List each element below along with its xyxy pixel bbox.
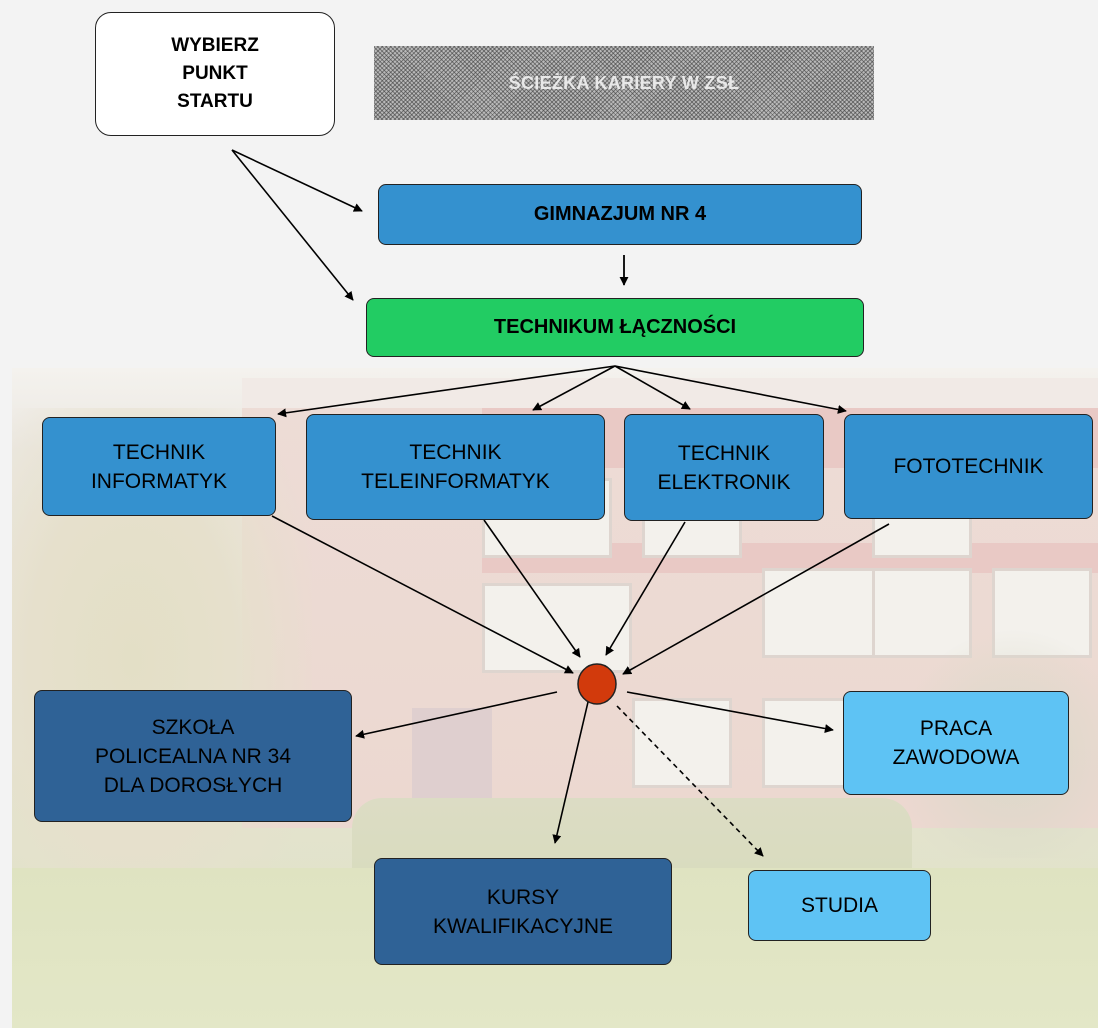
node-technikum: TECHNIKUM ŁĄCZNOŚCI — [366, 298, 864, 357]
node-fototechnik-label: FOTOTECHNIK — [893, 455, 1044, 478]
node-technik-teleinformatyk: TECHNIK TELEINFORMATYK — [306, 414, 605, 520]
node-praca-zawodowa: PRACA ZAWODOWA — [843, 691, 1069, 795]
start-point-label: WYBIERZ PUNKT STARTU — [171, 35, 259, 112]
node-gimnazjum: GIMNAZJUM NR 4 — [378, 184, 862, 245]
node-technik-teleinformatyk-label: TECHNIK TELEINFORMATYK — [361, 441, 550, 493]
photo-window — [482, 583, 632, 673]
node-szkola-policealna-label: SZKOŁA POLICEALNA NR 34 DLA DOROSŁYCH — [94, 715, 292, 797]
junction-hub — [577, 663, 617, 705]
node-kursy-kwalifikacyjne: KURSY KWALIFIKACYJNE — [374, 858, 672, 965]
node-technik-elektronik-label: TECHNIK ELEKTRONIK — [657, 441, 791, 494]
node-technik-informatyk: TECHNIK INFORMATYK — [42, 417, 276, 516]
photo-roofline — [242, 378, 1098, 408]
node-technik-elektronik: TECHNIK ELEKTRONIK — [624, 414, 824, 521]
diagram-title: ŚCIEŻKA KARIERY W ZSŁ — [374, 46, 874, 120]
edge-hub-studia — [616, 705, 764, 857]
edge-hub-kursy — [552, 701, 589, 844]
edge-teleinformatyk-hub — [483, 519, 581, 658]
photo-hedge — [352, 798, 912, 868]
edge-technikum-fototechnik — [614, 365, 847, 414]
node-fototechnik: FOTOTECHNIK — [844, 414, 1093, 519]
node-gimnazjum-label: GIMNAZJUM NR 4 — [533, 203, 707, 225]
node-szkola-policealna: SZKOŁA POLICEALNA NR 34 DLA DOROSŁYCH — [34, 690, 352, 822]
diagram-title-text: ŚCIEŻKA KARIERY W ZSŁ — [508, 72, 740, 93]
edge-start-technikum — [231, 149, 354, 301]
node-technik-informatyk-label: TECHNIK INFORMATYK — [90, 440, 228, 493]
edge-fototechnik-hub — [622, 523, 890, 675]
start-point-box: WYBIERZ PUNKT STARTU — [95, 12, 335, 136]
photo-entrance — [412, 708, 492, 808]
edge-informatyk-hub — [271, 515, 574, 674]
edge-technikum-elektronik — [614, 365, 691, 410]
node-studia: STUDIA — [748, 870, 931, 941]
node-studia-label: STUDIA — [800, 894, 878, 917]
edge-elektronik-hub — [605, 521, 686, 656]
edge-start-gimnazjum — [231, 149, 363, 212]
edge-hub-praca — [626, 691, 834, 733]
edge-technikum-informatyk — [277, 365, 616, 418]
node-technikum-label: TECHNIKUM ŁĄCZNOŚCI — [493, 316, 737, 338]
edge-hub-policealna — [355, 691, 558, 739]
node-kursy-kwalifikacyjne-label: KURSY KWALIFIKACYJNE — [432, 885, 614, 938]
node-praca-zawodowa-label: PRACA ZAWODOWA — [892, 717, 1020, 769]
edge-technikum-teleinformatyk — [532, 365, 616, 411]
photo-window — [632, 698, 732, 788]
